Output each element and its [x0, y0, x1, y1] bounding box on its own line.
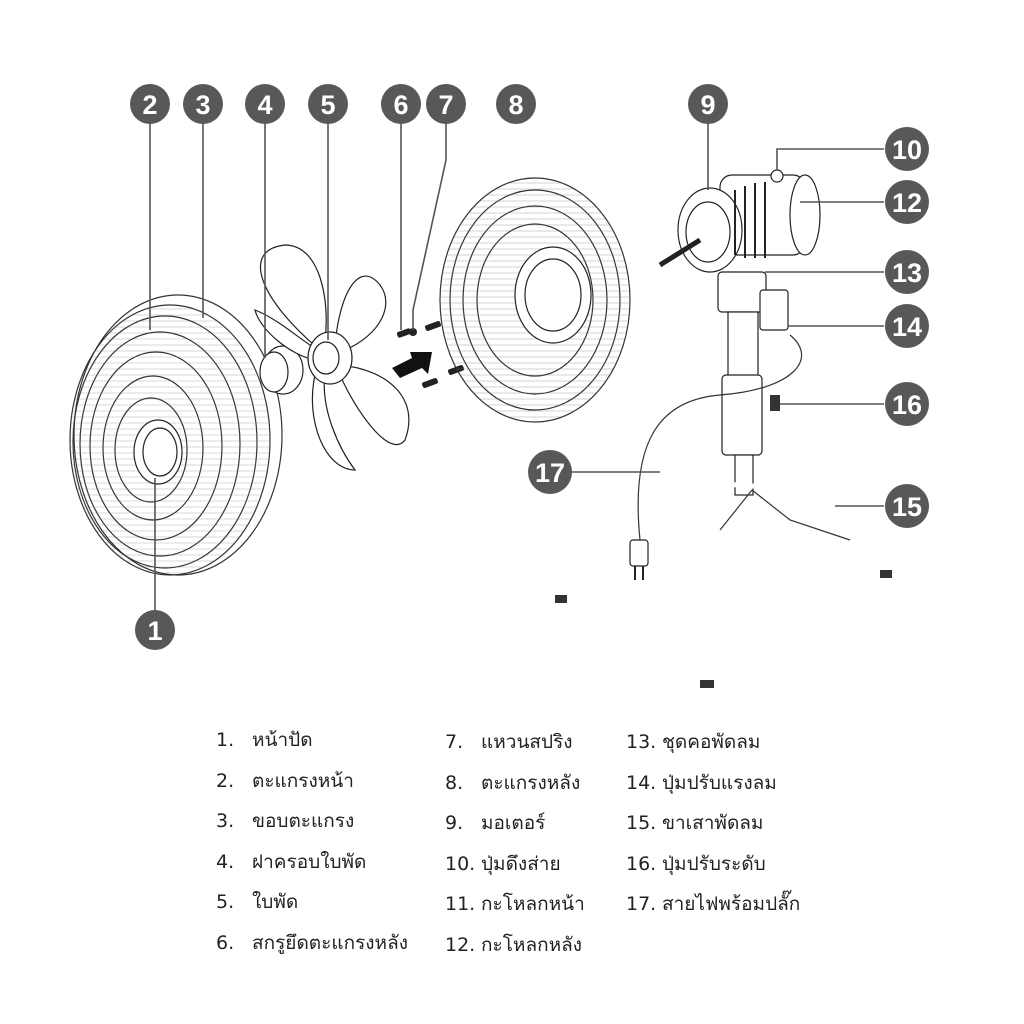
svg-text:8: 8 [508, 90, 523, 120]
callout-1: 1 [135, 610, 175, 650]
fan-neck [717, 271, 789, 378]
legend-item: 9.มอเตอร์ [445, 812, 546, 835]
legend-item: 3.ขอบตะแกรง [216, 810, 355, 833]
callout-8: 8 [496, 84, 536, 124]
legend-column-3: 13.ชุดคอพัดลม 14.ปุ่มปรับแรงลม 15.ขาเสาพ… [626, 722, 800, 925]
svg-text:6: 6 [393, 90, 408, 120]
callout-14: 14 [885, 304, 929, 348]
callout-12: 12 [885, 180, 929, 224]
assembly-arrow-icon [392, 352, 432, 378]
fan-pole [721, 374, 780, 496]
leader-lines [149, 122, 884, 612]
svg-text:3: 3 [195, 90, 210, 120]
legend-item: 14.ปุ่มปรับแรงลม [626, 771, 777, 794]
legend-item: 6.สกรูยึดตะแกรงหลัง [216, 931, 408, 954]
callout-4: 4 [245, 84, 285, 124]
legend-item: 16.ปุ่มปรับระดับ [626, 852, 766, 875]
callout-16: 16 [885, 382, 929, 426]
callout-15: 15 [885, 484, 929, 528]
callout-9: 9 [688, 84, 728, 124]
power-cord [629, 334, 803, 580]
legend-item: 2.ตะแกรงหน้า [216, 769, 354, 792]
svg-text:14: 14 [892, 312, 922, 342]
svg-text:1: 1 [147, 616, 162, 646]
rear-grille [439, 177, 631, 423]
legend-item: 12.กะโหลกหลัง [445, 933, 583, 956]
svg-text:10: 10 [892, 135, 922, 165]
svg-text:5: 5 [320, 90, 335, 120]
fan-base [555, 481, 903, 688]
motor [658, 169, 821, 273]
legend-item: 8.ตะแกรงหลัง [445, 771, 581, 794]
legend-item: 7.แหวนสปริง [445, 731, 573, 753]
svg-text:9: 9 [700, 90, 715, 120]
spinner-cap [259, 345, 304, 395]
svg-text:13: 13 [892, 258, 922, 288]
legend-item: 17.สายไฟพร้อมปลั๊ก [626, 893, 801, 916]
callout-13: 13 [885, 250, 929, 294]
fan-exploded-diagram: 2 3 4 5 6 7 8 1 9 10 12 13 14 16 15 17 [69, 84, 929, 688]
legend-item: 15.ขาเสาพัดลม [626, 812, 764, 835]
svg-text:4: 4 [257, 90, 272, 120]
legend-column-2: 7.แหวนสปริง 8.ตะแกรงหลัง 9.มอเตอร์ 10.ปุ… [445, 722, 585, 966]
callout-10: 10 [885, 127, 929, 171]
svg-text:17: 17 [535, 458, 565, 488]
callout-6: 6 [381, 84, 421, 124]
svg-text:7: 7 [438, 90, 453, 120]
legend-item: 4.ฝาครอบใบพัด [216, 850, 367, 873]
svg-text:12: 12 [892, 188, 922, 218]
callout-7: 7 [426, 84, 466, 124]
legend-item: 5.ใบพัด [216, 891, 299, 914]
legend-column-1: 1.หน้าปัด 2.ตะแกรงหน้า 3.ขอบตะแกรง 4.ฝาค… [216, 720, 408, 964]
callout-5: 5 [308, 84, 348, 124]
callout-2: 2 [130, 84, 170, 124]
legend-item: 13.ชุดคอพัดลม [626, 731, 761, 753]
svg-text:2: 2 [142, 90, 157, 120]
legend-item: 11.กะโหลกหน้า [445, 893, 585, 916]
front-badge [133, 419, 183, 485]
legend-item: 10.ปุ่มดึงส่าย [445, 852, 561, 875]
svg-text:16: 16 [892, 390, 922, 420]
legend-item: 1.หน้าปัด [216, 729, 313, 751]
callout-17: 17 [528, 450, 572, 494]
svg-text:15: 15 [892, 492, 922, 522]
callout-3: 3 [183, 84, 223, 124]
fan-blade [254, 244, 410, 471]
